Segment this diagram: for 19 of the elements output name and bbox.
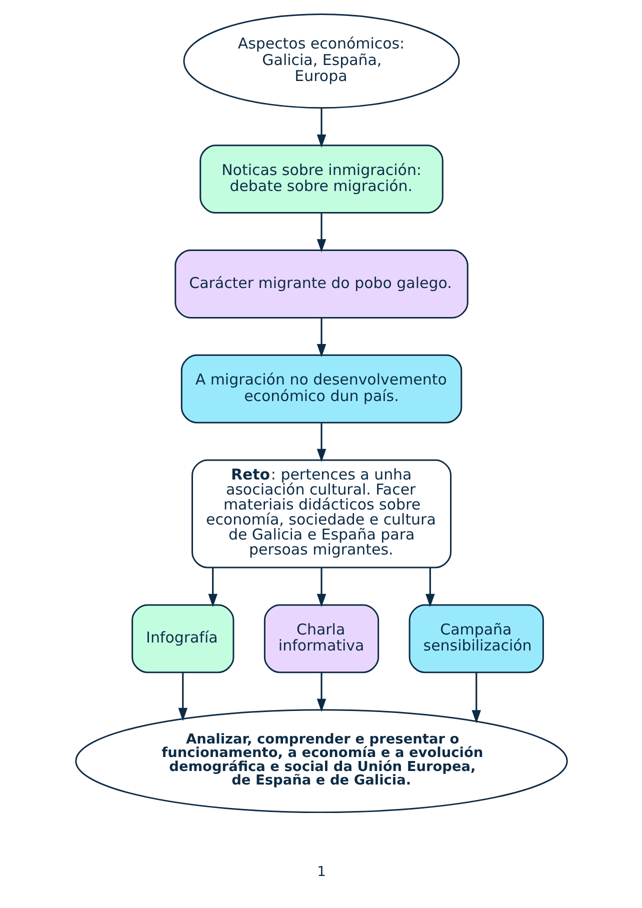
node-box: Charla informativa bbox=[263, 604, 379, 673]
node-box: A migración no desenvolvemento económico dun país. bbox=[180, 354, 462, 423]
node-box: Noticas sobre inmigración: debate sobre migración. bbox=[199, 144, 443, 214]
arrow bbox=[316, 672, 326, 712]
node-ellipse: Aspectos económicos: Galicia, España, Europa bbox=[182, 13, 460, 108]
arrow bbox=[208, 567, 217, 607]
label: 1 bbox=[316, 863, 326, 880]
node-box: Infografía bbox=[131, 604, 234, 673]
arrow bbox=[178, 672, 188, 721]
arrow bbox=[316, 422, 326, 462]
arrow bbox=[471, 672, 481, 723]
arrow bbox=[316, 317, 326, 357]
arrow bbox=[316, 567, 326, 607]
arrow bbox=[316, 212, 326, 252]
arrow bbox=[316, 108, 326, 148]
node-box: Reto: pertences a unha asociación cultural. Facer materiais didácticos sobre economía, sociedade e cultura de Galicia e España para persoas migrantes. bbox=[191, 458, 452, 568]
arrow bbox=[425, 567, 434, 607]
node-box: Campaña sensibilización bbox=[408, 604, 544, 673]
node-box: Carácter migrante do pobo galego. bbox=[174, 249, 468, 318]
